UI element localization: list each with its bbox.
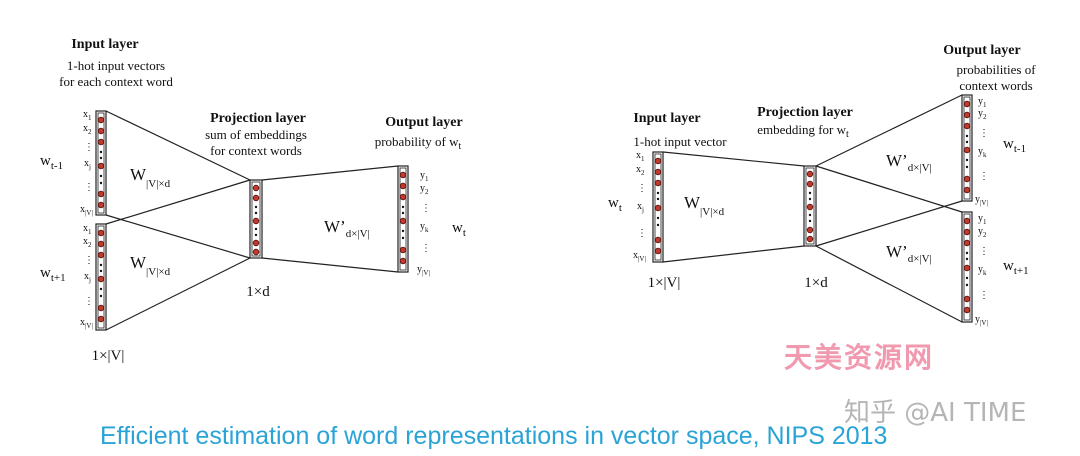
cbow-w-prev-label: wt-1 [40,153,63,172]
cbow-connector [105,214,251,259]
y-label: yk [978,146,987,159]
skipgram-w-matrix-label: W|V|×d [684,193,725,218]
skipgram-y-labels-1: y1 y2 ⋮ yk ⋮ y|V| [975,96,989,207]
x-label: ⋮ [84,182,94,193]
skipgram-output-vector-1 [961,94,973,202]
y-label: y1 [420,170,429,183]
y-label: y1 [978,96,987,109]
skipgram-projection-dim: 1×d [804,275,828,291]
y-label: ⋮ [979,246,989,257]
x-label: x|V| [80,204,93,217]
watermark-gray: 知乎 @AI TIME [844,398,1027,428]
skipgram-connector [815,200,963,247]
skipgram-x-labels: x1 x2 ⋮ xj ⋮ x|V| [633,150,647,263]
y-label: y|V| [417,264,430,277]
x-label: x2 [83,236,92,249]
cbow-connector [105,110,251,181]
y-label: ⋮ [421,203,431,214]
cbow-input-subtitle-1: 1-hot input vectors [67,58,165,73]
cbow-w-prime-label: W’d×|V| [324,217,370,240]
y-label: ⋮ [979,128,989,139]
cbow-input-dim: 1×|V| [92,348,125,364]
cbow-connector [261,257,399,273]
cbow-input-vector-2 [95,223,107,331]
y-label: y|V| [975,314,988,327]
cbow-output-title: Output layer [385,115,462,130]
cbow-projection-subtitle-2: for context words [210,143,302,158]
cbow-connector [105,257,251,331]
cbow-x-labels-2: x1 x2 ⋮ xj ⋮ x|V| [80,223,94,330]
skipgram-w-prev-label: wt-1 [1003,136,1026,155]
skipgram-projection-subtitle: embedding for wt [757,122,849,140]
skipgram-input-title: Input layer [633,111,700,126]
cbow-target-word-label: wt [452,220,466,239]
skipgram-input-subtitle: 1-hot input vector [633,134,727,149]
x-label: x2 [83,123,92,136]
skipgram-w-prime-label-2: W’d×|V| [886,242,932,265]
skipgram-output-subtitle-2: context words [959,78,1032,93]
skipgram-input-dim: 1×|V| [648,275,681,291]
x-label: xj [84,271,91,284]
cbow-output-vector [397,165,409,273]
cbow-input-vector-1 [95,110,107,216]
x-label: ⋮ [637,183,647,194]
y-label: y2 [978,226,987,239]
y-label: yk [978,264,987,277]
y-label: ⋮ [979,290,989,301]
x-label: x1 [83,109,92,122]
x-label: x1 [83,223,92,236]
x-label: ⋮ [84,255,94,266]
y-label: y1 [978,213,987,226]
paper-caption: Efficient estimation of word representat… [100,422,888,450]
y-label: y2 [420,183,429,196]
x-label: x|V| [633,250,646,263]
skipgram-output-title: Output layer [943,43,1020,58]
x-label: x1 [636,150,645,163]
y-label: y|V| [975,194,988,207]
x-label: ⋮ [84,296,94,307]
cbow-input-subtitle-2: for each context word [59,74,173,89]
x-label: ⋮ [84,142,94,153]
cbow-projection-title: Projection layer [210,111,306,126]
skipgram-w-next-label: wt+1 [1003,258,1029,277]
skipgram-connector [662,245,805,263]
cbow-x-labels-1: x1 x2 ⋮ xj ⋮ x|V| [80,109,94,217]
skipgram-projection-vector [803,165,817,247]
cbow-w-next-label: wt+1 [40,265,66,284]
skipgram-diagram: Input layer 1-hot input vector Projectio… [608,43,1036,327]
cbow-y-labels: y1 y2 ⋮ yk ⋮ y|V| [417,170,431,277]
cbow-output-subtitle: probability of wt [375,134,462,152]
x-label: ⋮ [637,228,647,239]
skipgram-output-vector-2 [961,211,973,323]
cbow-w-matrix-label-1: W|V|×d [130,165,171,190]
cbow-projection-subtitle-1: sum of embeddings [205,127,307,142]
skipgram-w-prime-label-1: W’d×|V| [886,151,932,174]
cbow-input-title: Input layer [71,37,138,52]
cbow-projection-dim: 1×d [246,284,270,300]
skipgram-connector [815,245,963,323]
skipgram-input-vector [652,151,664,263]
cbow-projection-vector [249,179,263,259]
skipgram-connector [815,94,963,167]
x-label: x|V| [80,317,93,330]
y-label: ⋮ [421,243,431,254]
skipgram-input-word-label: wt [608,195,622,214]
cbow-connector [105,179,251,225]
skipgram-output-subtitle-1: probabilities of [956,62,1036,77]
skipgram-y-labels-2: y1 y2 ⋮ yk ⋮ y|V| [975,213,989,327]
skipgram-connector [662,151,805,167]
cbow-w-matrix-label-2: W|V|×d [130,253,171,278]
skipgram-connector [815,165,963,213]
x-label: x2 [636,164,645,177]
skipgram-projection-title: Projection layer [757,105,853,120]
x-label: xj [637,201,644,214]
watermark-red: 天美资源网 [784,341,935,374]
y-label: y2 [978,108,987,121]
cbow-diagram: Input layer 1-hot input vectors for each… [40,37,466,364]
x-label: xj [84,158,91,171]
y-label: ⋮ [979,171,989,182]
y-label: yk [420,221,429,234]
cbow-connector [261,165,399,181]
